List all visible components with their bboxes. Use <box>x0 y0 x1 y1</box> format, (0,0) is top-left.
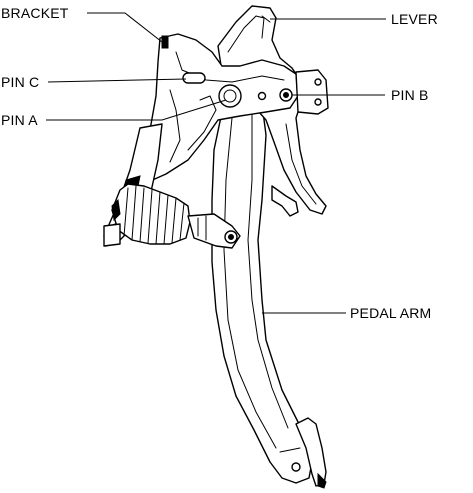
pedal-arm-label: PEDAL ARM <box>350 305 432 321</box>
pin-a <box>218 84 242 108</box>
bracket-hole <box>257 91 267 101</box>
leader-lines <box>46 12 386 314</box>
lever-label: LEVER <box>391 11 438 27</box>
bracket-leader <box>87 12 163 43</box>
bracket-label: BRACKET <box>1 5 69 21</box>
pin-a-leader <box>46 99 227 121</box>
pin-c-label: PIN C <box>1 74 40 90</box>
pin-b-label: PIN B <box>391 87 429 103</box>
pin-c-leader <box>47 78 187 83</box>
pin-b <box>279 88 293 102</box>
clutch-master-cylinder-boot <box>103 183 241 249</box>
pedal-arm <box>211 103 327 489</box>
pin-a-label: PIN A <box>1 112 38 128</box>
